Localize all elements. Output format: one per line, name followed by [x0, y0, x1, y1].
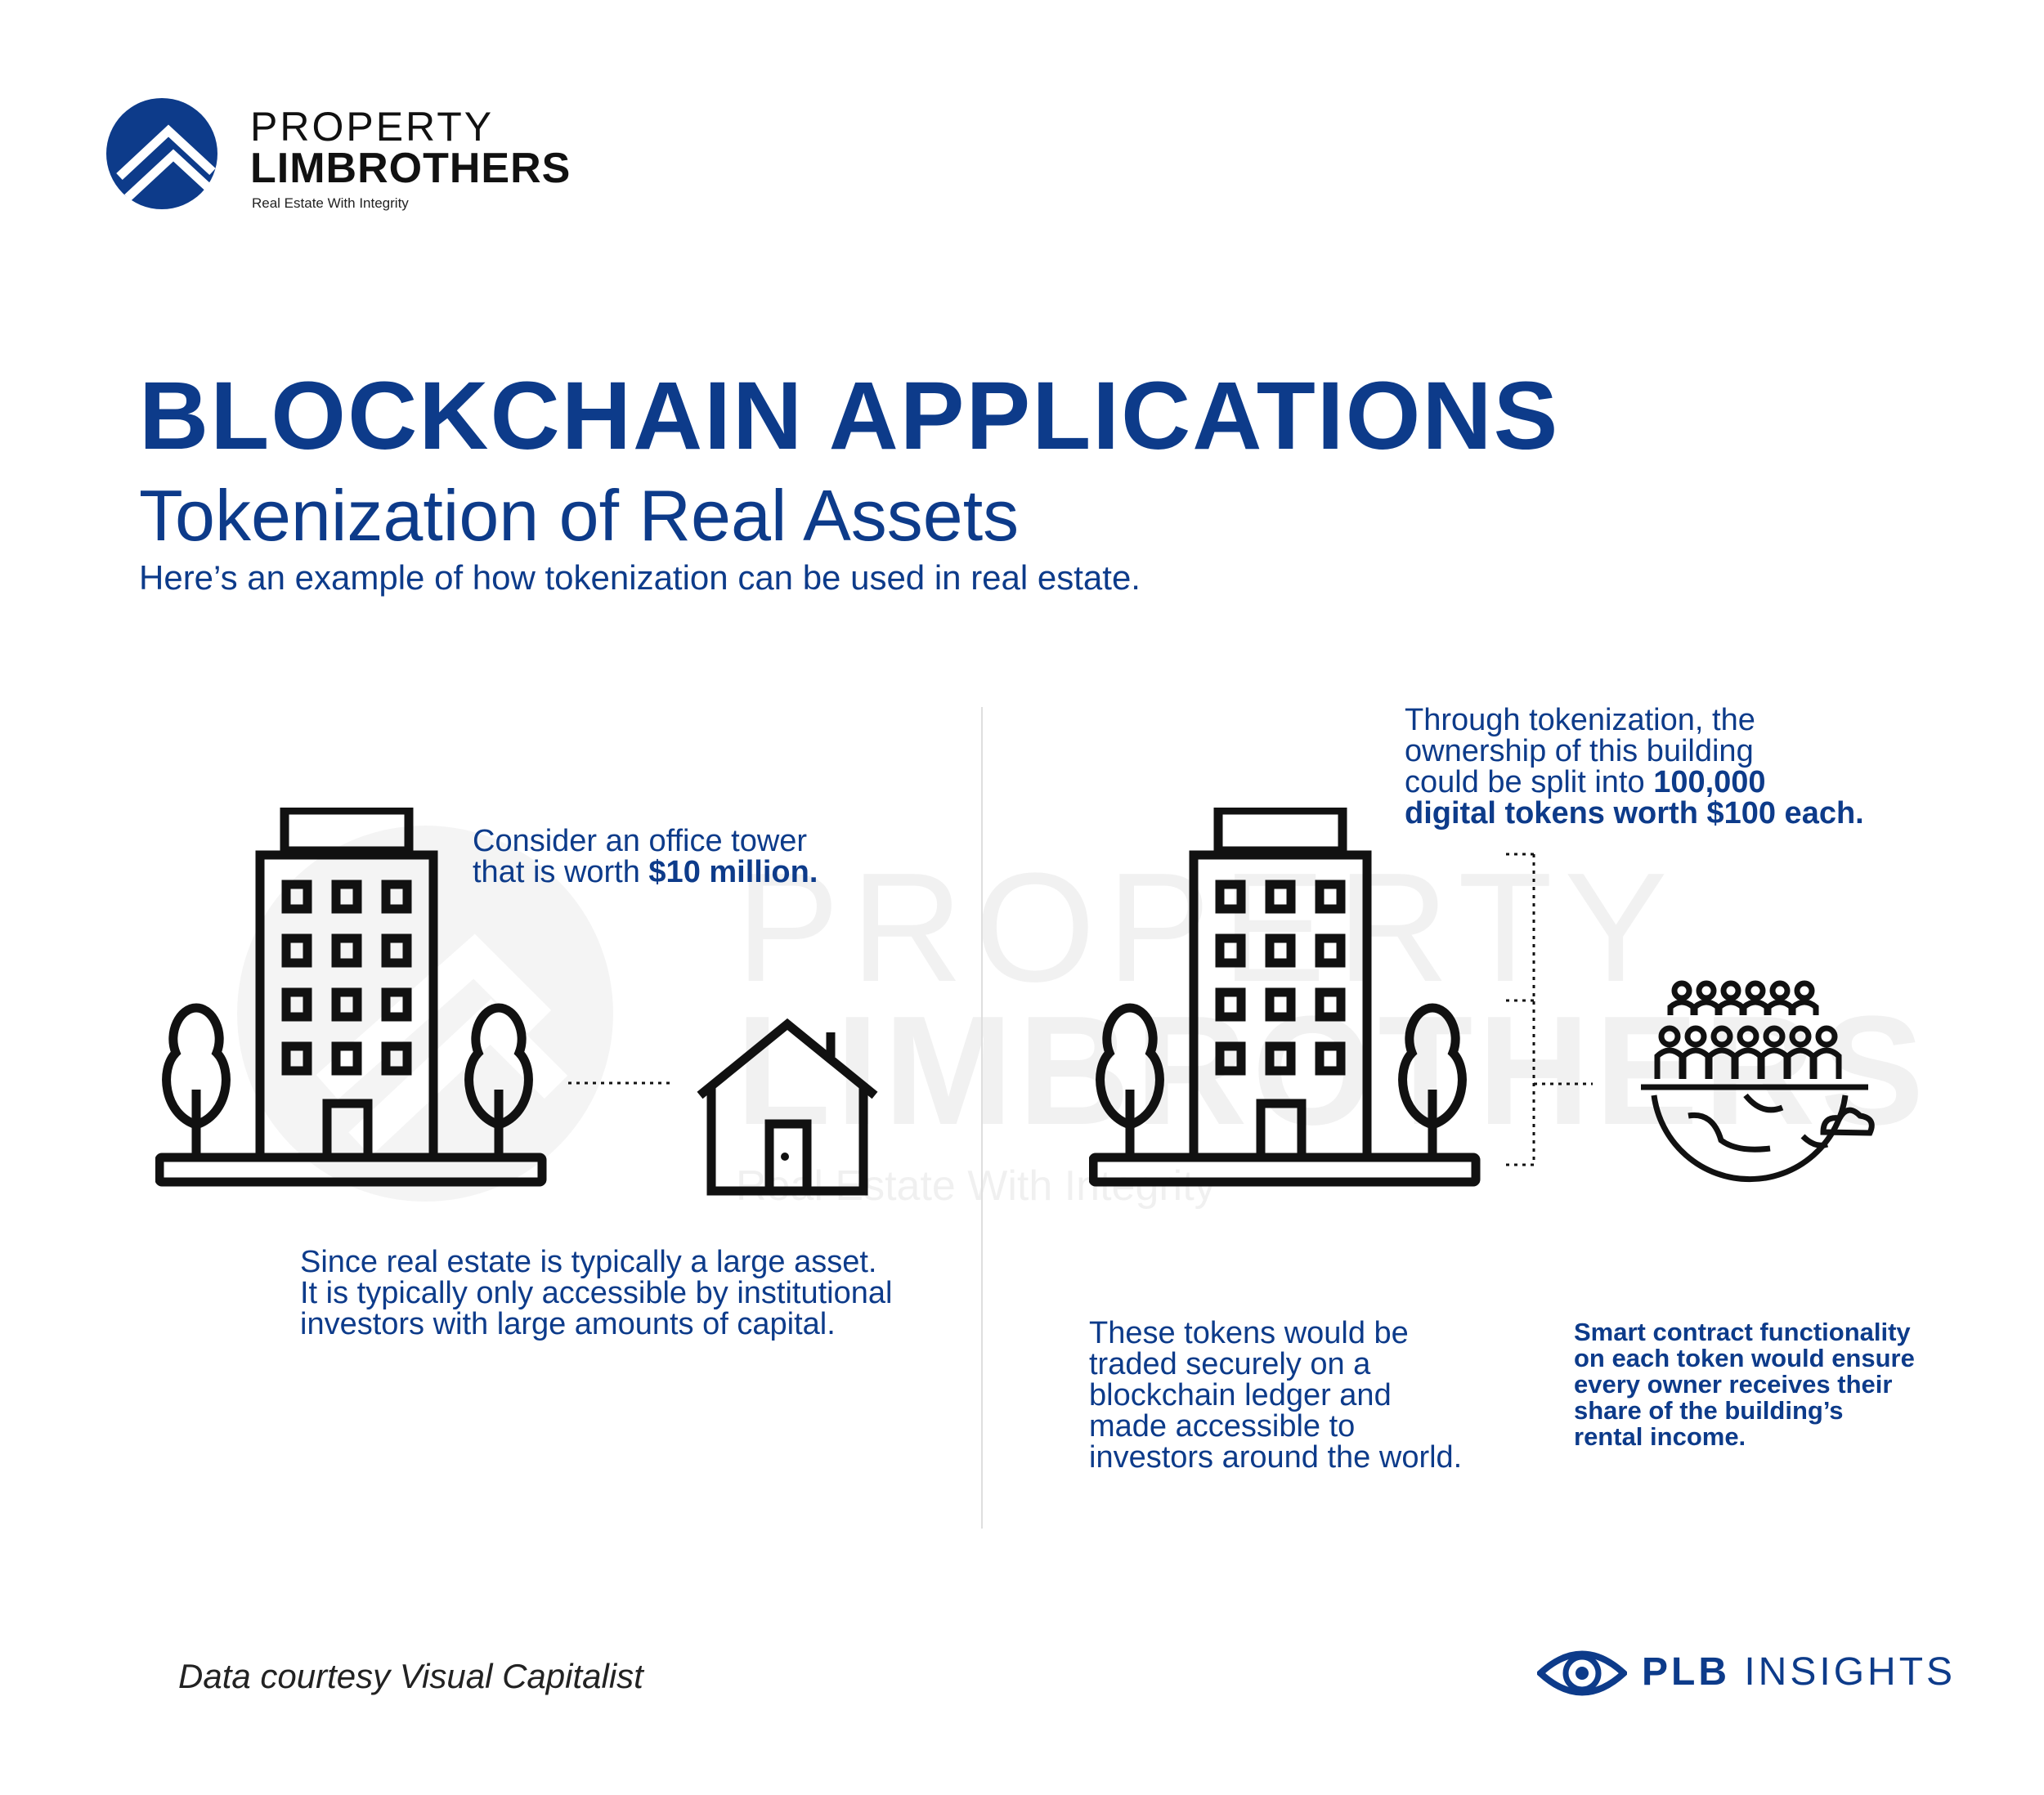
token-caption-line2: ownership of this building: [1405, 734, 1754, 768]
tower-caption: Consider an office tower that is worth $…: [473, 826, 898, 888]
tower-value: $10 million.: [648, 855, 818, 889]
token-count: 100,000: [1653, 765, 1766, 799]
brand-logo: PROPERTY LIMBROTHERS Real Estate With In…: [105, 96, 595, 219]
data-credit: Data courtesy Visual Capitalist: [178, 1657, 643, 1695]
plb-insights-bold: PLB: [1642, 1650, 1730, 1694]
token-caption-line3: could be split into 100,000: [1405, 767, 1928, 798]
section-divider: [981, 707, 983, 1529]
dotted-connector-left: [568, 1081, 675, 1085]
investors-globe-icon: [1641, 980, 1875, 1183]
trade-line-4: made accessible to: [1089, 1409, 1356, 1444]
brand-name-top: PROPERTY: [250, 104, 495, 150]
smart-contract-explanation: Smart contract functionality on each tok…: [1574, 1319, 2015, 1450]
plb-insights-rest: INSIGHTS: [1730, 1650, 1957, 1694]
plb-insights-logo: PLB INSIGHTS: [1537, 1641, 1962, 1707]
trade-line-2: traded securely on a: [1089, 1347, 1371, 1381]
smart-line-4: share of the building’s: [1574, 1396, 1844, 1425]
eye-icon: [1537, 1650, 1627, 1696]
office-building-right-icon: [1089, 808, 1481, 1187]
logo-mark-icon: [106, 98, 219, 209]
page-subtitle: Tokenization of Real Assets: [139, 475, 1020, 556]
office-building-left-icon: [155, 808, 547, 1187]
smart-line-3: every owner receives their: [1574, 1370, 1893, 1399]
token-value: digital tokens worth $100 each.: [1405, 796, 1864, 830]
smart-line-2: on each token would ensure: [1574, 1344, 1915, 1372]
token-caption-line4: digital tokens worth $100 each.: [1405, 798, 1928, 829]
trade-line-1: These tokens would be: [1089, 1316, 1409, 1350]
asset-line-2: It is typically only accessible by insti…: [300, 1276, 893, 1310]
house-icon: [697, 1018, 878, 1196]
brand-name-bottom: LIMBROTHERS: [250, 145, 572, 192]
tower-caption-line2: that is worth $10 million.: [473, 857, 898, 888]
tower-caption-line1: Consider an office tower: [473, 824, 808, 858]
dotted-bracket: [1506, 853, 1593, 1166]
asset-explanation: Since real estate is typically a large a…: [300, 1247, 954, 1340]
smart-line-5: rental income.: [1574, 1422, 1746, 1451]
trade-line-3: blockchain ledger and: [1089, 1378, 1392, 1412]
trade-line-5: investors around the world.: [1089, 1440, 1463, 1475]
brand-tagline: Real Estate With Integrity: [252, 195, 409, 211]
page-title: BLOCKCHAIN APPLICATIONS: [139, 362, 1560, 470]
plb-insights-text: PLB INSIGHTS: [1642, 1653, 1956, 1692]
token-caption-line3-text: could be split into: [1405, 765, 1654, 799]
smart-line-1: Smart contract functionality: [1574, 1318, 1911, 1346]
asset-line-3: investors with large amounts of capital.: [300, 1307, 836, 1341]
trade-explanation: These tokens would be traded securely on…: [1089, 1318, 1547, 1473]
token-caption: Through tokenization, the ownership of t…: [1405, 705, 1928, 829]
tower-caption-line2-text: that is worth: [473, 855, 649, 889]
watermark-line1: PROPERTY: [736, 841, 1679, 1014]
token-caption-line1: Through tokenization, the: [1405, 703, 1755, 737]
asset-line-1: Since real estate is typically a large a…: [300, 1245, 877, 1279]
page-lead: Here’s an example of how tokenization ca…: [139, 558, 1141, 597]
